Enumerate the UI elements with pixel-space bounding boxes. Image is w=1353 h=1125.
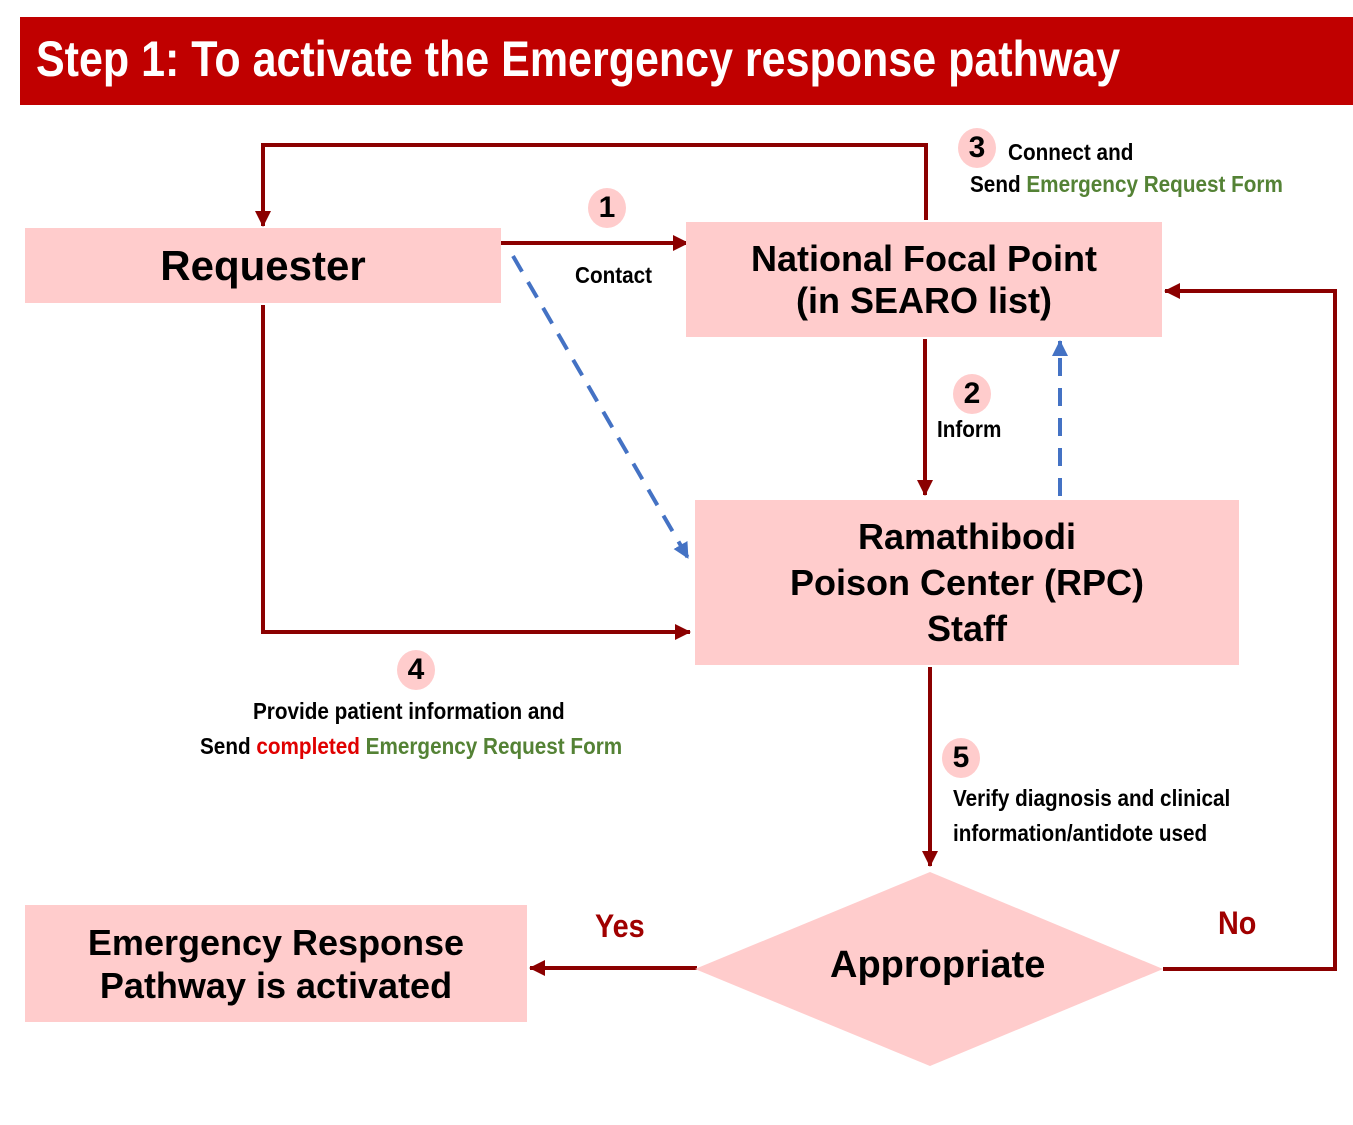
requester-node: Requester [25, 228, 501, 303]
step-1-label: Contact [575, 262, 653, 288]
step-5-line2: information/antidote used [953, 820, 1208, 846]
rpc-label-line3: Staff [927, 607, 1007, 649]
arrow-connect-send [255, 143, 928, 227]
decision-diamond [695, 872, 1163, 1066]
step-2-label: Inform [937, 416, 1002, 442]
requester-label: Requester [160, 241, 366, 289]
page-title: Step 1: To activate the Emergency respon… [36, 31, 1121, 87]
step-3-line2: Send Emergency Request Form [970, 171, 1283, 198]
national-focal-point-node: National Focal Point (in SEARO list) [686, 222, 1162, 337]
yes-branch-label: Yes [595, 908, 645, 944]
step-1-badge: 1 [588, 188, 626, 228]
nfp-label-line1: National Focal Point [750, 237, 1098, 279]
activated-label-line2: Pathway is activated [99, 964, 453, 1006]
no-branch-label: No [1218, 905, 1257, 941]
title-bar: Step 1: To activate the Emergency respon… [20, 17, 1353, 105]
step-3-form: Emergency Request Form [1026, 171, 1283, 197]
step-3-send: Send [970, 171, 1021, 197]
rpc-label-line2: Poison Center (RPC) [789, 561, 1145, 603]
step-4-send: Send [200, 733, 251, 759]
rpc-label-line1: Ramathibodi [857, 515, 1076, 557]
step-4-completed: completed [256, 733, 360, 759]
step-5-badge: 5 [942, 738, 980, 778]
decision-label: Appropriate [830, 944, 1046, 986]
step-2-badge: 2 [953, 374, 991, 414]
step-3-line1: Connect and [1008, 139, 1134, 165]
arrow-no [1163, 283, 1337, 971]
pathway-activated-node: Emergency Response Pathway is activated [25, 905, 527, 1022]
dashed-arrow-requester-rpc [511, 254, 690, 560]
step-5-line1: Verify diagnosis and clinical [953, 785, 1231, 811]
activated-label-line1: Emergency Response [87, 921, 465, 963]
step-4-badge: 4 [397, 650, 435, 690]
step-4-form: Emergency Request Form [365, 733, 623, 759]
nfp-label-line2: (in SEARO list) [795, 279, 1052, 321]
rpc-staff-node: Ramathibodi Poison Center (RPC) Staff [695, 500, 1239, 665]
step-4-line2: Send completed Emergency Request Form [200, 733, 622, 760]
step-4-line1: Provide patient information and [253, 698, 565, 724]
step-3-badge: 3 [958, 128, 996, 168]
arrow-provide-info [261, 305, 691, 640]
